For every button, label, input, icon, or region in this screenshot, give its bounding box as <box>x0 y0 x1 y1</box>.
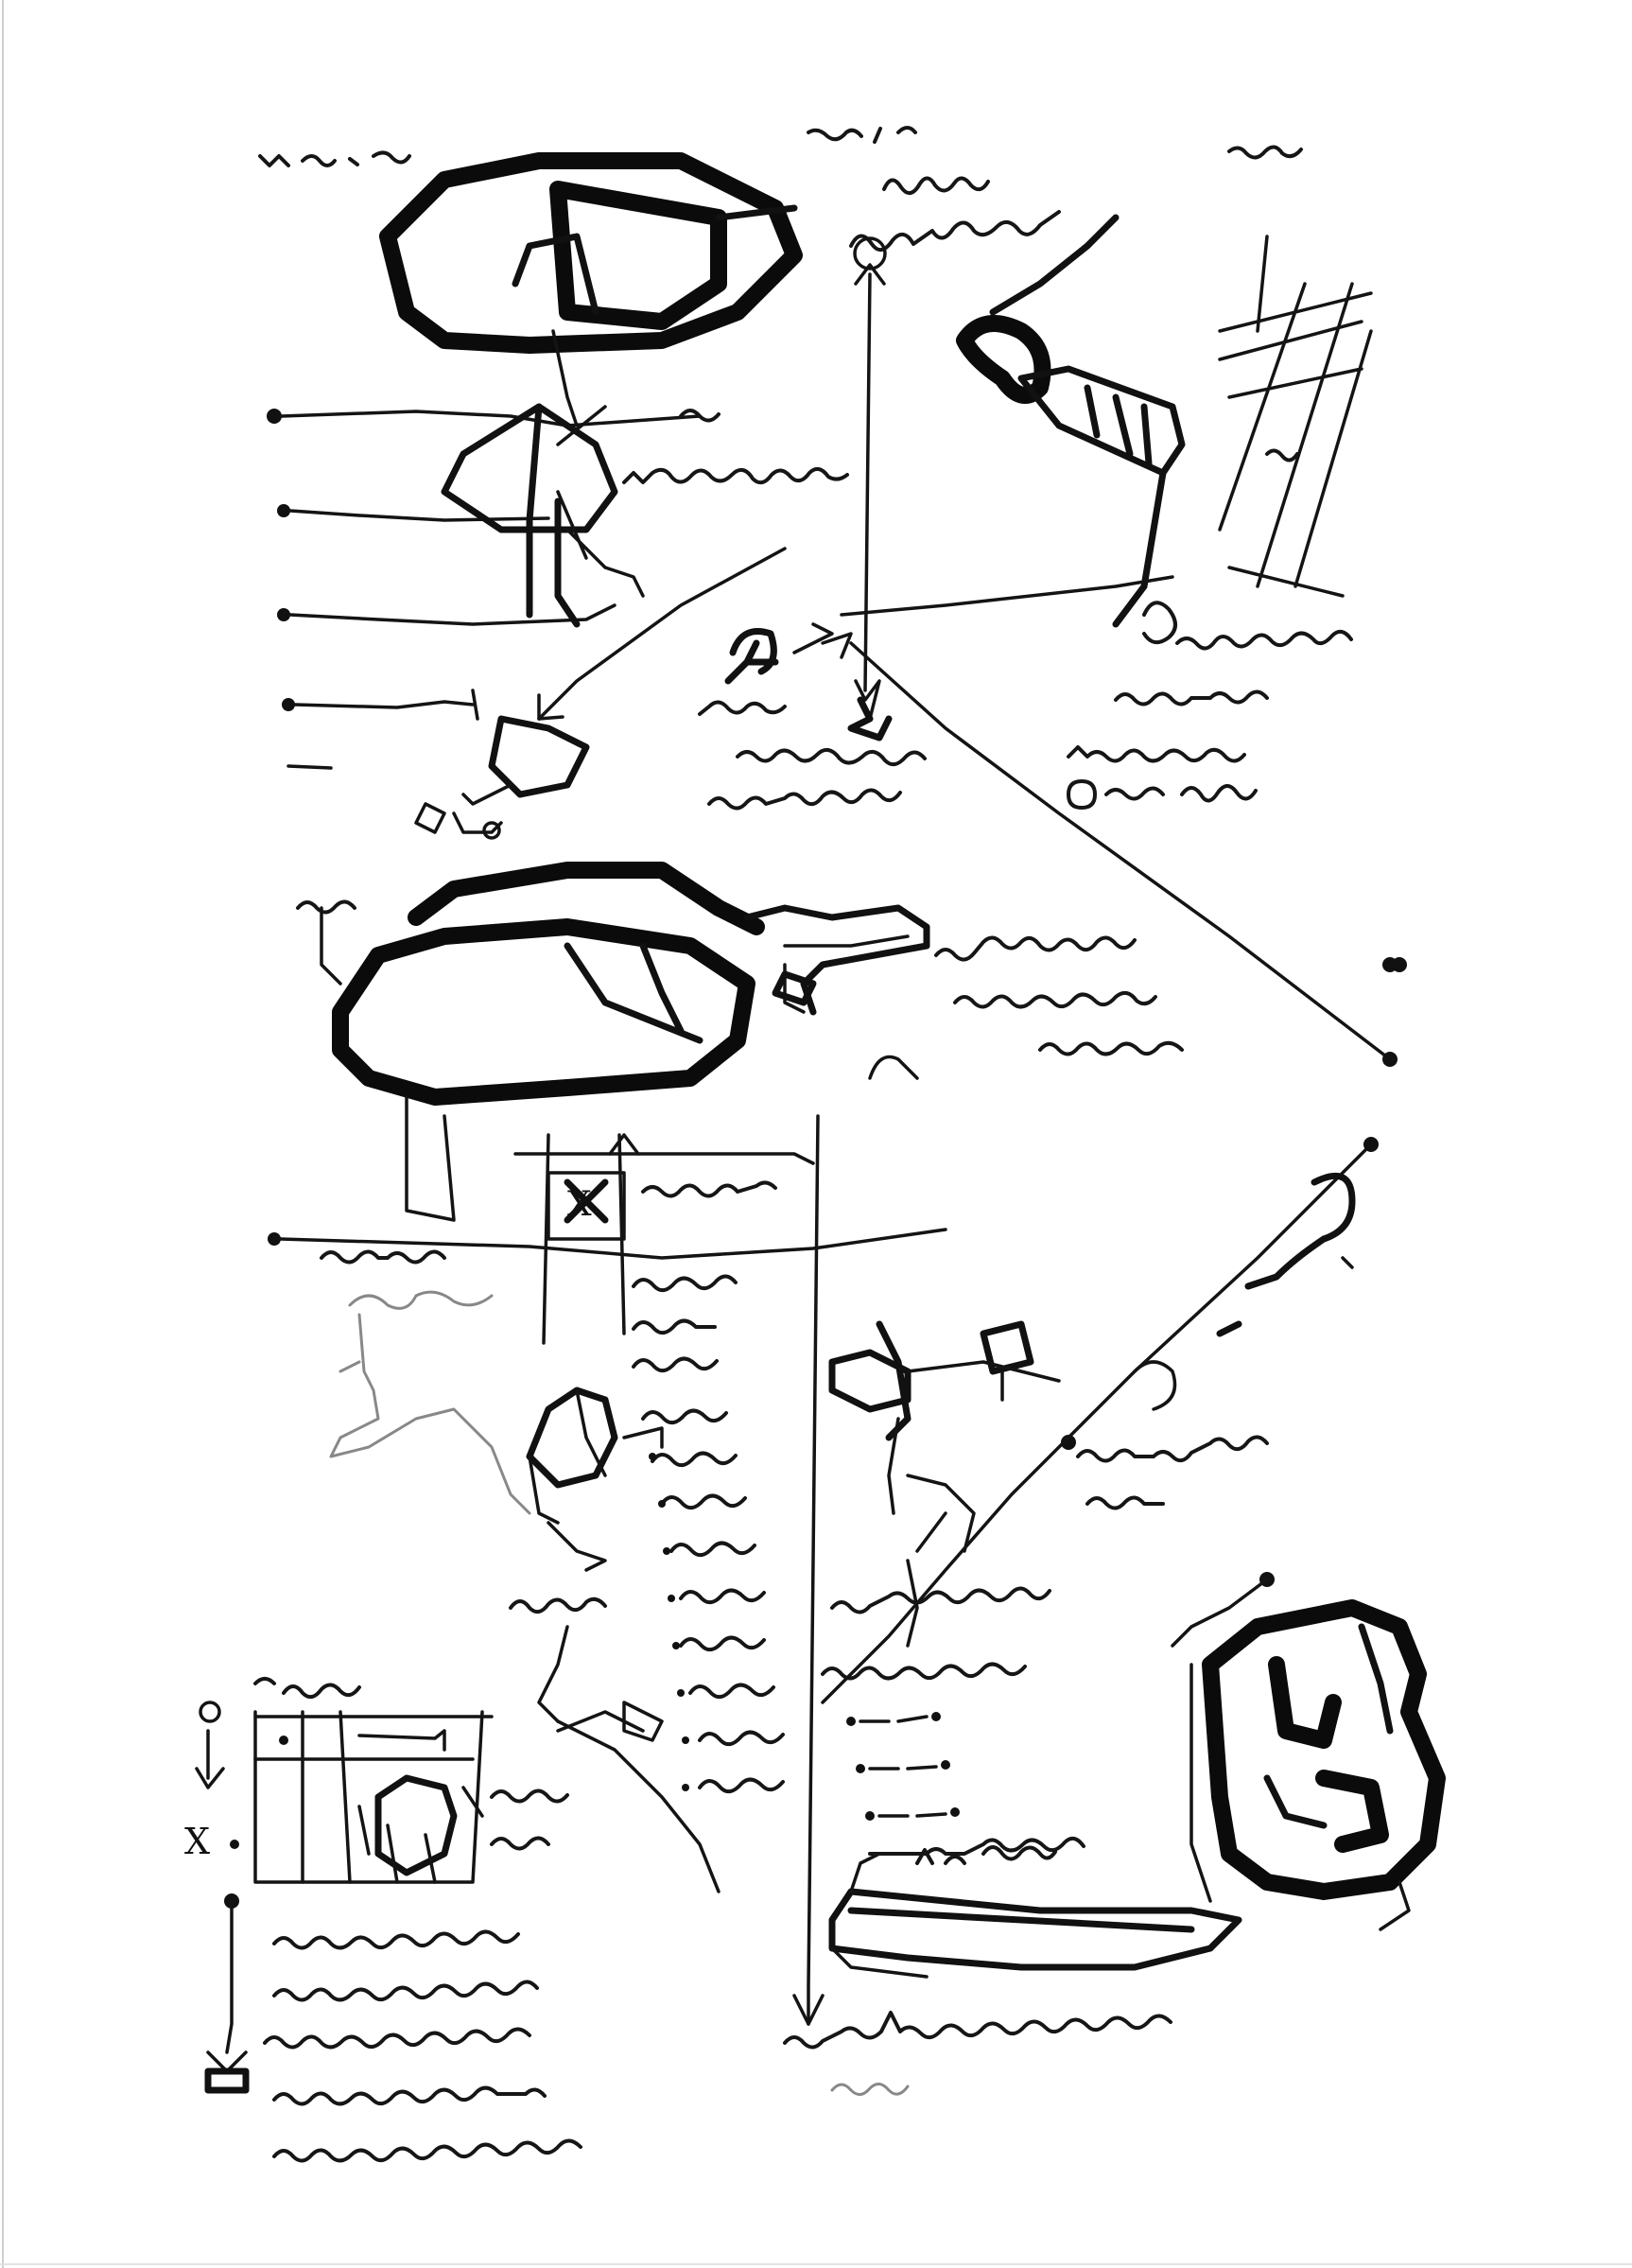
middle-axis <box>513 1114 825 2026</box>
left-x-mark: X <box>184 1821 210 1862</box>
middle-right-handwriting <box>868 935 1184 1080</box>
x-mark: X <box>567 1185 592 1224</box>
bottom-left-handwriting <box>263 1788 582 2163</box>
right-handwriting-block <box>1067 601 1353 810</box>
middle-block-sketch <box>296 862 930 1222</box>
central-axis <box>853 236 887 721</box>
top-block-sketch <box>379 152 803 427</box>
platform-sketch <box>828 1845 1242 1979</box>
diagonal-arrows <box>537 547 1398 1067</box>
right-block-sketch <box>956 214 1373 628</box>
right-edge-marks <box>1171 957 1407 1648</box>
chair-sketch <box>509 1387 721 1893</box>
x-cell: X <box>547 1171 777 1241</box>
center-right-figures <box>828 1320 1269 1648</box>
small-figure-sketch <box>698 622 927 811</box>
grey-pencil-lines <box>329 1290 531 1515</box>
header-scribble-center <box>807 126 1303 252</box>
center-list <box>268 1228 947 1794</box>
tree-sketch <box>441 403 849 628</box>
bottom-center-handwriting <box>783 2011 1172 2096</box>
header-scribble-left <box>258 150 411 167</box>
left-leader-lines <box>267 409 702 770</box>
lower-center-list <box>821 1586 1085 1856</box>
stand-sketch <box>414 715 590 840</box>
bottom-block-sketch <box>1189 1599 1446 1931</box>
bottom-left-frame: X <box>184 1677 494 2094</box>
long-diagonal <box>821 1137 1379 1704</box>
